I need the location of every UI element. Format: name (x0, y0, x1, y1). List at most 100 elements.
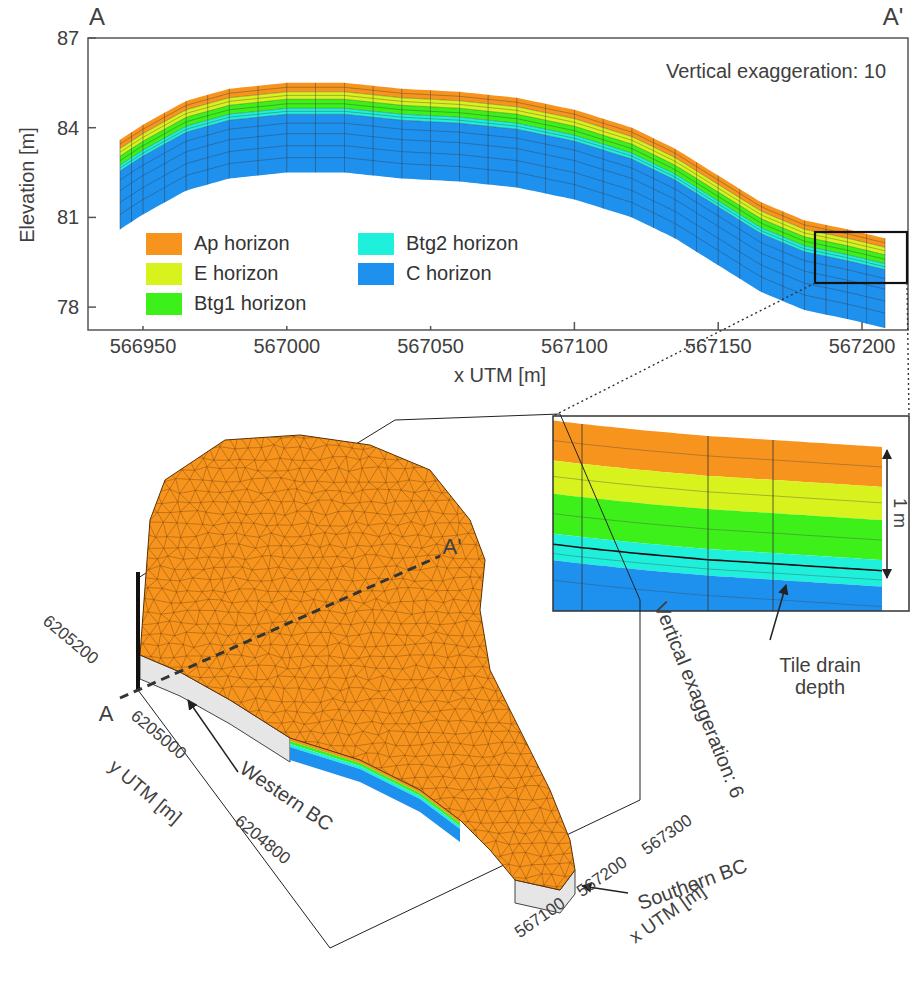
soil-layer (120, 114, 885, 328)
axis-title: Elevation [m] (16, 127, 38, 243)
mesh-line (120, 108, 885, 263)
mesh-line (708, 436, 709, 611)
mesh-lines (128, 423, 620, 923)
legend-text: Btg2 horizon (406, 232, 518, 255)
legend-text: Btg1 horizon (194, 292, 306, 315)
axis-tick-label: 567300 (638, 811, 695, 859)
mesh-line (653, 138, 654, 228)
mesh-line (675, 149, 676, 239)
mesh-line (430, 90, 431, 180)
mesh-line (315, 83, 316, 173)
mesh-surface (128, 423, 620, 923)
mesh-line (488, 95, 489, 185)
mesh-line (826, 225, 827, 315)
section-end-label: A' (443, 535, 462, 559)
mesh-line (131, 132, 132, 222)
axis-tick-label: 84 (57, 117, 79, 139)
mesh-line (553, 579, 882, 607)
tick (88, 306, 96, 308)
mesh-line (866, 234, 867, 324)
axis-tick-label: 567200 (829, 335, 896, 357)
mesh-line (120, 87, 885, 243)
axis-tick-label: 567000 (253, 335, 320, 357)
mesh-line (553, 439, 882, 467)
mesh-line (164, 113, 165, 203)
mesh-line (120, 92, 885, 248)
boundary-edge (136, 572, 140, 690)
axis-title: y UTM [m] (105, 756, 186, 828)
mesh-line (696, 162, 697, 252)
tick (717, 322, 719, 330)
legend-swatch (146, 293, 182, 315)
mesh-line (186, 101, 187, 191)
note: Vertical exaggeration: 6 (651, 599, 750, 801)
mesh-outline (140, 435, 575, 890)
section-end-label: A' (883, 4, 904, 30)
legend-text: Ap horizon (194, 232, 290, 255)
tick (88, 37, 96, 39)
mesh-line (516, 98, 517, 188)
axis-tick-label: 6205000 (127, 707, 190, 764)
legend-item: C horizon (358, 262, 492, 285)
legend-item: Btg2 horizon (358, 232, 518, 255)
tick (574, 322, 576, 330)
mesh-line (401, 89, 402, 179)
tick (861, 322, 863, 330)
leader-arrow (188, 700, 238, 772)
mesh-line (739, 189, 740, 279)
mesh-line (119, 140, 120, 230)
mesh-line (603, 119, 604, 209)
cross-section (120, 83, 885, 328)
mesh-line (574, 110, 575, 200)
mesh-line (804, 220, 805, 310)
tile-drain-line (553, 543, 882, 571)
inset-section (553, 419, 882, 611)
mesh-line (128, 423, 620, 923)
legend-text: C horizon (406, 262, 492, 285)
mesh-line (229, 89, 230, 179)
mesh-line (286, 83, 287, 173)
axis-tick-label: 6205200 (39, 612, 102, 669)
legend-swatch (358, 263, 394, 285)
mesh-line (847, 229, 848, 319)
zoom-box (815, 232, 907, 283)
mesh-line (373, 86, 374, 176)
leader-arrow (770, 585, 786, 640)
mesh-line (120, 111, 885, 266)
legend-item: Btg1 horizon (146, 292, 306, 315)
mesh-line (143, 125, 144, 215)
mesh-line (553, 552, 882, 580)
mesh-line (631, 128, 632, 218)
zoom-leader (907, 283, 909, 416)
section-line (120, 556, 440, 698)
mesh-line (344, 83, 345, 173)
callout-label: Tile drain depth (760, 654, 880, 698)
mesh-line (258, 86, 259, 176)
mesh-line (207, 95, 208, 185)
legend-swatch (146, 263, 182, 285)
mesh-line (120, 104, 885, 259)
mesh-line (582, 424, 583, 611)
section-end-label: A (99, 702, 114, 726)
note: Vertical exaggeration: 10 (666, 60, 886, 82)
legend-item: Ap horizon (146, 232, 290, 255)
axis-tick-label: 78 (57, 296, 79, 318)
axis-tick-label: 87 (57, 27, 79, 49)
mesh-line (545, 104, 546, 194)
mesh-line (782, 211, 783, 301)
mesh-line (553, 475, 882, 503)
plot-frame (88, 38, 908, 330)
mesh-line (459, 92, 460, 182)
mesh-line (553, 512, 882, 540)
depth-arrow (886, 450, 888, 578)
axis-tick-label: 566950 (110, 335, 177, 357)
legend-swatch (146, 233, 182, 255)
legend-swatch (358, 233, 394, 255)
legend-text: E horizon (194, 262, 279, 285)
axis-box (138, 414, 640, 948)
soil-layer (553, 559, 882, 611)
legend-item: E horizon (146, 262, 279, 285)
axis-tick-label: 567150 (685, 335, 752, 357)
axis-tick-label: 567100 (541, 335, 608, 357)
mesh-line (773, 440, 774, 611)
